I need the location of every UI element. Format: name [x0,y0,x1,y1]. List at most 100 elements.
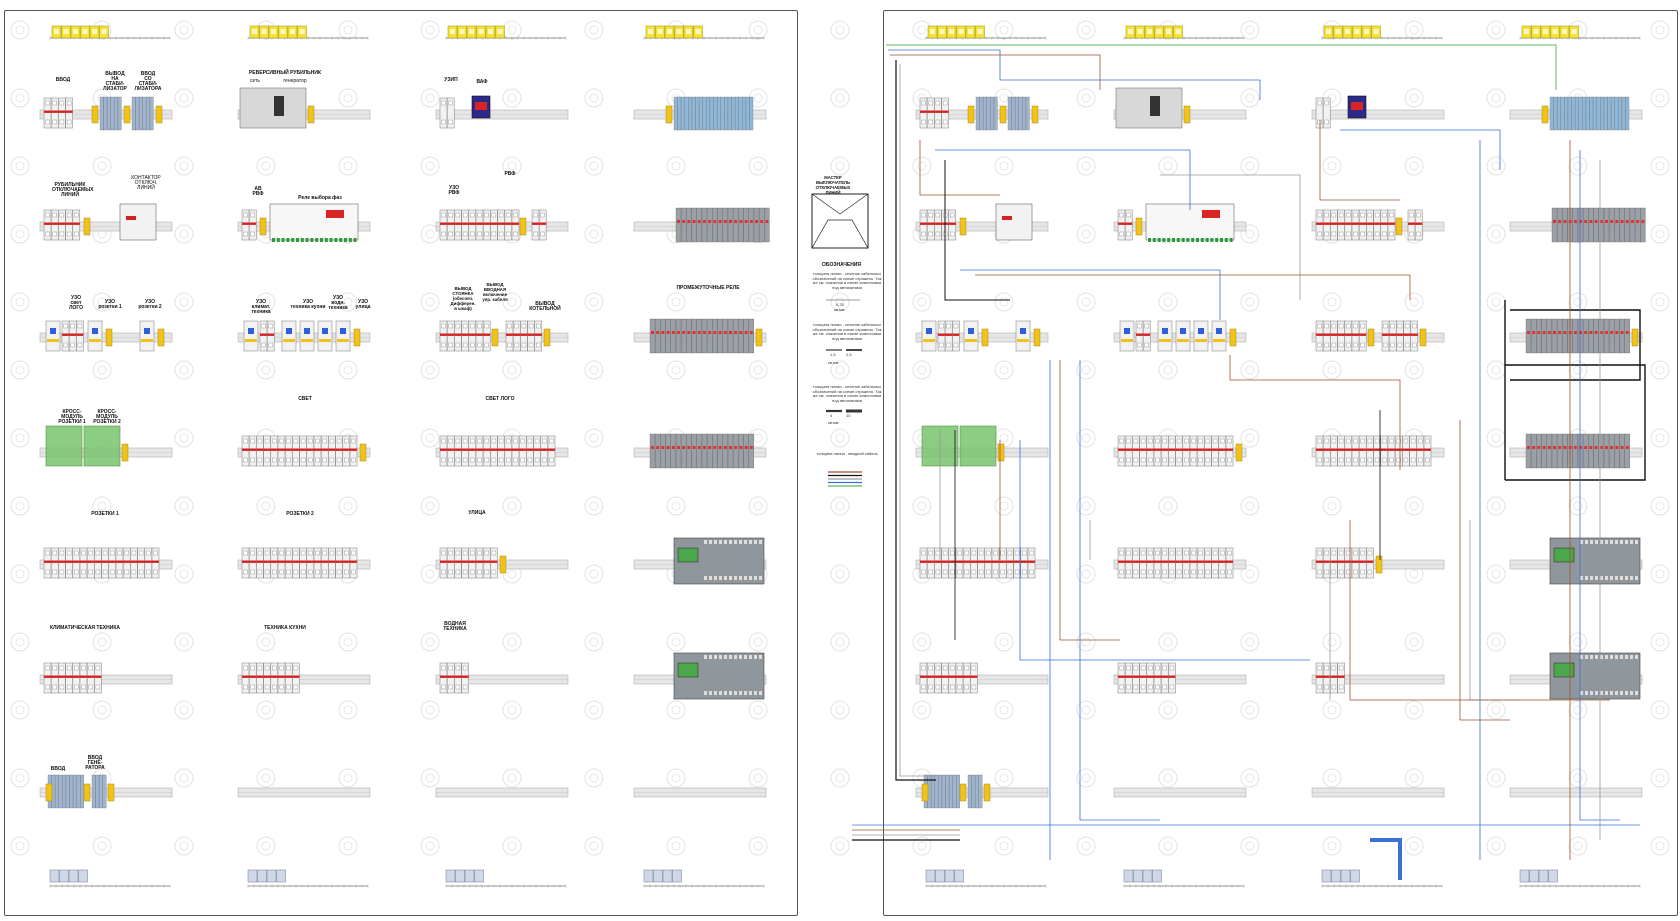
breaker-toggle [1136,333,1143,336]
breaker-terminal [264,457,270,463]
watermark-icon [999,637,1009,647]
watermark-icon [917,501,927,511]
relay-indicator [1625,331,1629,334]
watermark-icon [1081,297,1091,307]
busbar-screw [1533,29,1539,34]
relay-indicator [677,446,680,449]
breaker-terminal [1396,457,1401,463]
plc-terminal [724,691,727,695]
relay-indicator [749,331,753,334]
relay-indicator [1599,220,1603,223]
breaker-toggle [1359,222,1367,225]
breaker-terminal [441,119,446,125]
breaker-terminal [1331,665,1337,671]
breaker-terminal [928,550,933,556]
watermark-icon [261,365,271,375]
breaker-terminal [1317,665,1322,671]
relay-indicator [1625,220,1629,223]
relay-indicator [1594,446,1598,449]
watermark-icon [994,292,1014,312]
breaker-terminal [286,457,291,463]
watermark-icon [917,637,927,647]
terminal-block [99,96,104,131]
rcd-device [45,320,61,352]
plc-terminal [1630,655,1633,659]
terminal-block [742,96,746,131]
breaker-terminal [1383,323,1388,329]
plc-terminal [1610,540,1613,544]
breaker-terminal [59,119,65,125]
breaker-toggle [76,333,84,336]
watermark-icon [1491,365,1501,375]
breaker-terminal [1176,438,1182,444]
breaker-terminal [462,684,468,690]
watermark-icon [1568,768,1588,788]
plc-terminal [754,576,757,580]
breaker-toggle [44,222,51,225]
breaker-terminal [455,231,461,237]
watermark-icon [999,365,1009,375]
watermark-icon [584,88,604,108]
breaker-terminal [1119,438,1124,444]
breaker-terminal [1317,684,1322,690]
watermark-icon [10,88,30,108]
watermark-icon [1081,229,1091,239]
watermark-icon [1322,700,1342,720]
watermark-icon [1650,564,1670,584]
watermark-icon [256,836,276,856]
breaker-terminal [1162,684,1167,690]
watermark-icon [671,161,681,171]
intermediate-relay [743,207,749,243]
breaker-toggle [476,222,483,225]
phase-relay-terminal [1210,238,1214,242]
terminal-block [702,96,707,131]
rcd-test-button [1020,328,1026,334]
breaker-terminal [484,550,489,556]
terminal-block [1600,96,1604,131]
cross-module [45,425,83,467]
breaker-terminal [1412,342,1417,348]
relay-indicator [661,331,665,334]
watermark-icon [1568,360,1588,380]
label-rozetki1: РОЗЕТКИ 1 [91,511,119,517]
breaker-terminal [441,569,446,575]
breaker-toggle [65,222,73,225]
breaker-terminal [1148,438,1153,444]
watermark-icon [420,632,440,652]
label-vaf: ВАФ [476,79,488,85]
circuit-breaker [248,209,257,241]
breaker-terminal [1119,550,1124,556]
relay-indicator [1620,220,1624,223]
breaker-terminal [957,684,962,690]
breaker-terminal [1331,438,1337,444]
breaker-terminal [1338,665,1344,671]
watermark-icon [343,297,353,307]
watermark-icon [912,700,932,720]
watermark-icon [1163,297,1173,307]
plc-terminal [1625,655,1628,659]
phase-relay-terminal [300,238,304,242]
breaker-toggle [256,448,264,451]
breaker-terminal [1205,438,1211,444]
relay-indicator [651,446,654,449]
watermark-icon [589,433,599,443]
end-stop [105,328,113,347]
end-stop [499,555,507,574]
busbar-screw [977,29,983,34]
watermark-icon [748,768,768,788]
breaker-terminal [250,438,255,444]
plc-terminal [744,540,747,544]
breaker-terminal [279,665,284,671]
breaker-toggle [1344,448,1352,451]
breaker-terminal [1198,457,1203,463]
neutral-terminal [1152,869,1162,883]
plc-terminal [1615,540,1618,544]
watermark-icon [748,20,768,40]
watermark-icon [507,93,517,103]
breaker-terminal [448,342,453,348]
end-stop [1033,328,1041,347]
breaker-terminal [498,438,504,444]
terminal-block [709,96,714,131]
breaker-toggle [1366,448,1374,451]
relay-indicator [1579,446,1582,449]
